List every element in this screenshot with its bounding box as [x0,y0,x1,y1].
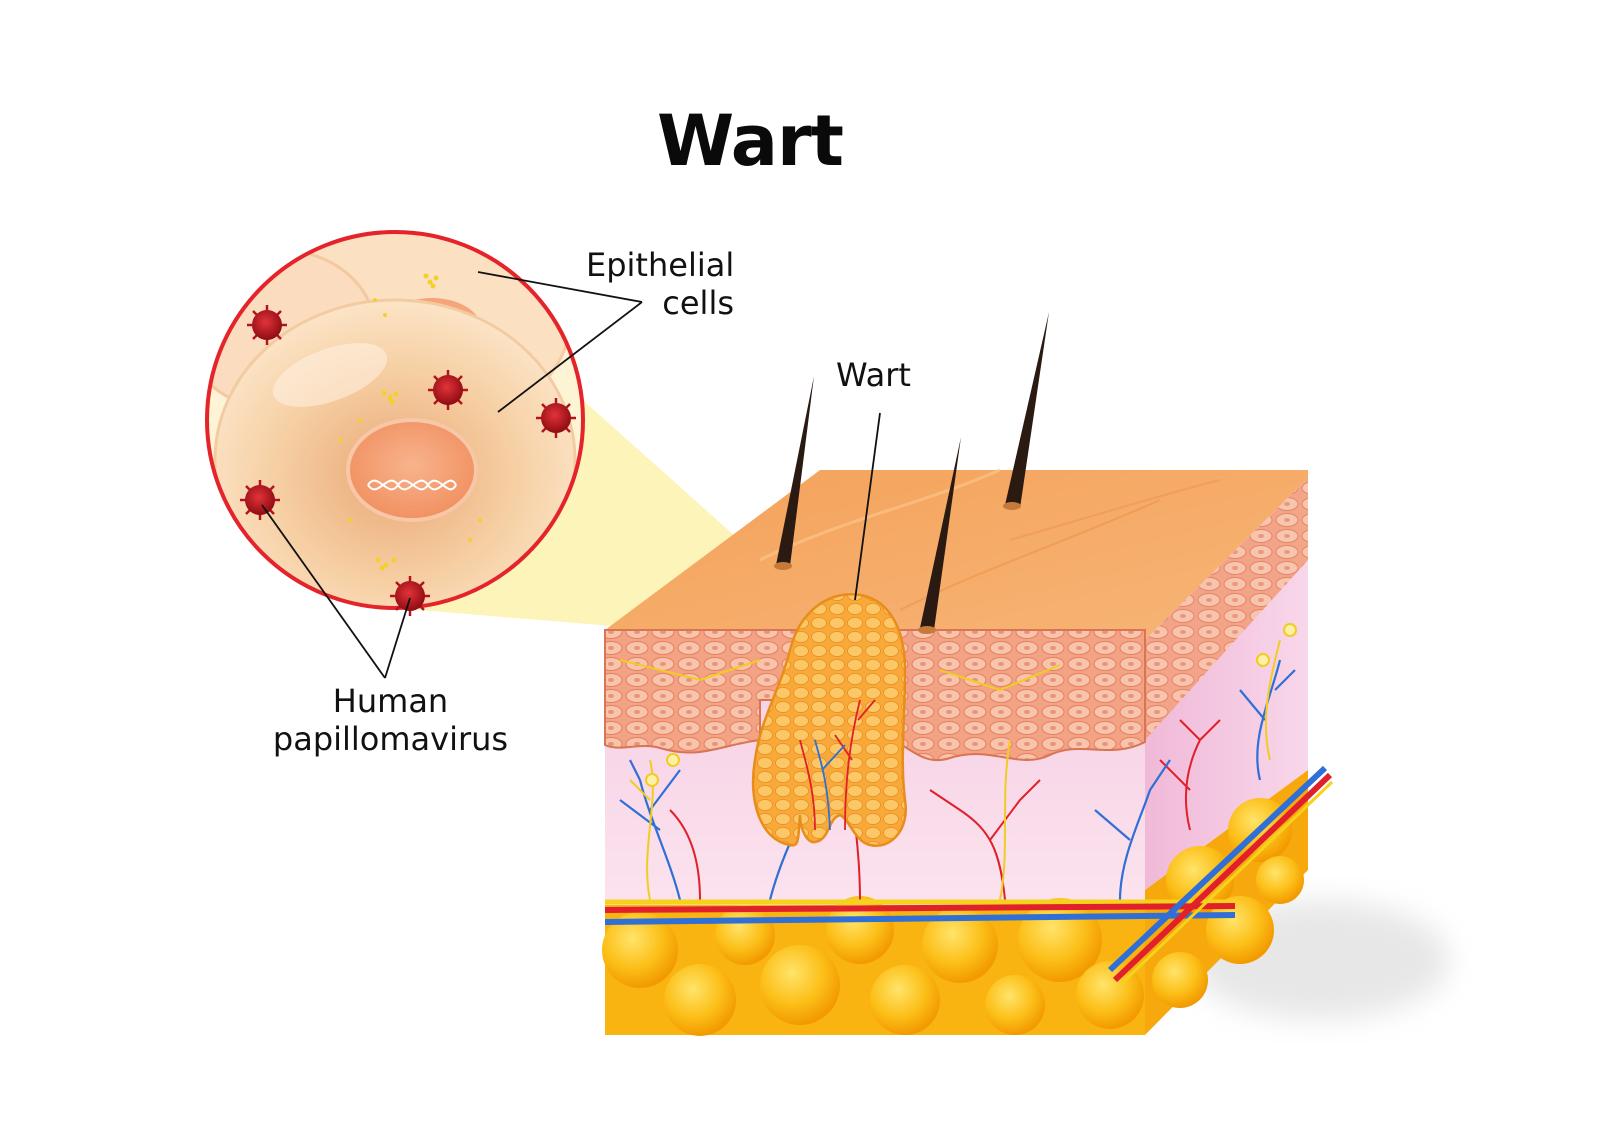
label-human-papillomavirus: Human papillomavirus [268,682,513,758]
label-line: cells [662,284,734,322]
hair [1005,312,1049,508]
leader-line [497,301,643,413]
leader-line [384,597,411,679]
label-line: Human [332,682,449,720]
label-line: papillomavirus [272,720,509,758]
label-epithelial-cells: Epithelial cells [586,246,734,322]
diagram-title: Wart [657,100,844,182]
hairs [776,312,1049,630]
label-wart: Wart [836,356,911,394]
leader-line [261,504,386,679]
virus-icon [247,305,287,345]
leader-line [854,412,881,601]
virus-particles [240,305,576,616]
wart-growth [751,593,908,848]
granules [338,273,482,571]
virus-icon [428,370,468,410]
magnifier-ring [205,230,585,610]
label-line: Epithelial [586,246,735,284]
virus-icon [390,576,430,616]
side-epidermis [1145,478,1308,740]
hair [776,376,814,566]
hair [920,437,961,630]
leader-lines [261,271,881,679]
leader-line [477,271,643,303]
magnified-view [205,230,585,616]
main-vessels [604,765,1334,987]
virus-icon [536,398,576,438]
skin-cross-section [602,468,1334,1036]
virus-icon [240,480,280,520]
dna-icon [367,479,457,491]
cell-nucleus [346,418,478,522]
